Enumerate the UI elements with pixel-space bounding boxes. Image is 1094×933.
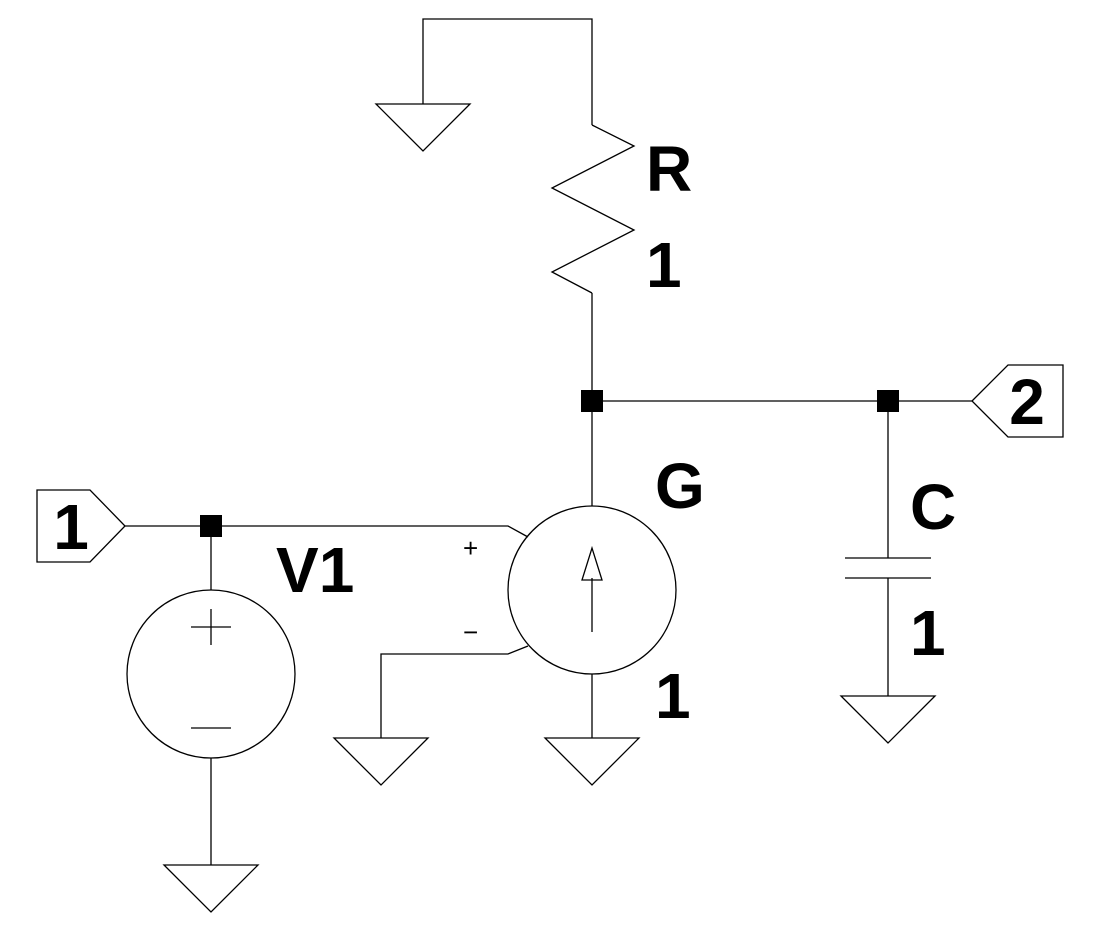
wire-control-minus-to-ground (380, 645, 529, 738)
port-1-flag: 1 (36, 489, 126, 563)
voltage-source-name-label: V1 (276, 534, 354, 606)
port-2-label: 2 (1009, 366, 1045, 438)
wire-top-loop (422, 18, 593, 125)
capacitor-symbol (845, 557, 931, 579)
voltage-source-symbol (126, 589, 296, 759)
control-minus-label: − (463, 617, 478, 647)
ground-symbol-v1 (162, 864, 260, 913)
junction-node-a (581, 390, 603, 412)
current-source-value-label: 1 (655, 660, 691, 732)
wires (125, 18, 972, 865)
current-source-name-label: G (655, 450, 705, 522)
capacitor-name-label: C (910, 471, 956, 543)
ground-symbol-top (374, 103, 472, 152)
resistor-name-label: R (646, 133, 692, 205)
wire-port-1-to-control-plus (125, 525, 529, 538)
port-1-label: 1 (53, 491, 89, 563)
resistor-value-label: 1 (646, 229, 682, 301)
junction-node-c (200, 515, 222, 537)
junctions (200, 390, 899, 537)
grounds (162, 103, 937, 913)
current-source-symbol (507, 505, 677, 675)
junction-node-b (877, 390, 899, 412)
control-plus-label: + (463, 533, 478, 563)
ground-symbol-current-source (543, 737, 641, 786)
capacitor-value-label: 1 (910, 597, 946, 669)
ground-symbol-control (332, 737, 430, 786)
port-2-flag: 2 (971, 364, 1064, 438)
resistor-symbol (550, 124, 636, 294)
ground-symbol-capacitor (839, 695, 937, 744)
